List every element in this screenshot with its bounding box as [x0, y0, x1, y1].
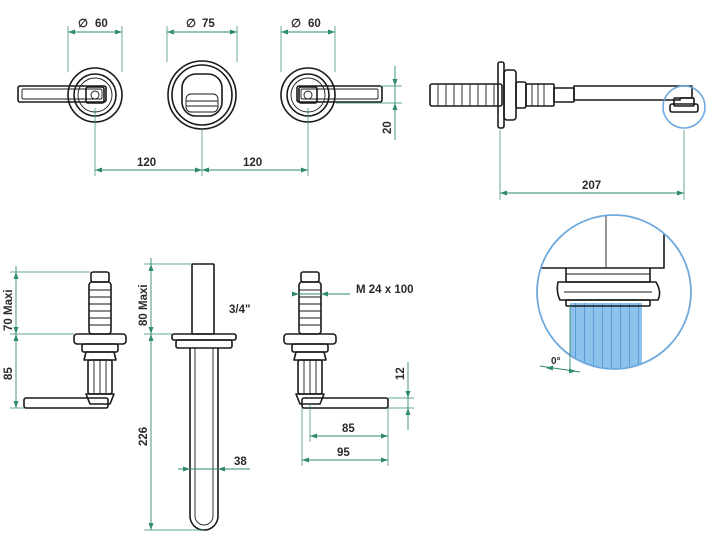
right-valve-thread-label: M 24 x 100 [356, 284, 414, 296]
right-valve-side-view [283, 271, 389, 409]
left-valve-height-dimension: 85 [3, 334, 24, 409]
left-handle-diameter-dimension: ∅ 60 [67, 18, 123, 72]
diameter-symbol: ∅ [78, 18, 88, 30]
spout-length-dimension: 226 [138, 334, 204, 531]
spout-tube-diameter-label: 38 [234, 456, 247, 468]
left-valve-max-label: 70 Maxi [3, 289, 15, 331]
spout-section-view [171, 263, 237, 531]
diameter-symbol: ∅ [291, 18, 301, 30]
aerator-detail-view: 0° [536, 214, 692, 374]
spout-thread-label: 3/4" [229, 304, 250, 316]
spout-projection-dimension: 207 [499, 130, 685, 200]
flow-angle-label: 0° [551, 356, 561, 367]
left-handle-top-view [17, 67, 123, 123]
spout-length-label: 226 [138, 427, 150, 446]
spout-tube-diameter-dimension: 38 [178, 456, 250, 472]
right-handle-diameter-label: 60 [308, 18, 321, 30]
spout-max-dimension: 80 Maxi [138, 258, 192, 335]
right-handle-diameter-dimension: ∅ 60 [280, 18, 336, 72]
handle-spacing-dimension: 120 120 [94, 108, 309, 176]
right-valve-reach-outer-dimension: 95 [301, 408, 388, 466]
diameter-symbol: ∅ [186, 18, 196, 30]
right-spacing-label: 120 [243, 157, 262, 169]
spout-top-view [167, 60, 237, 130]
spout-side-view [429, 61, 706, 129]
height-offset-label: 20 [382, 121, 394, 134]
right-valve-handle-height-label: 12 [395, 367, 407, 380]
left-valve-height-label: 85 [3, 367, 15, 380]
left-spacing-label: 120 [137, 157, 156, 169]
spout-max-label: 80 Maxi [138, 284, 150, 326]
left-handle-diameter-label: 60 [95, 18, 108, 30]
right-valve-handle-height-dimension: 12 [388, 362, 414, 430]
right-handle-top-view [280, 67, 383, 123]
spout-projection-label: 207 [582, 180, 601, 192]
water-flow-stream [570, 303, 642, 369]
left-valve-max-dimension: 70 Maxi [3, 266, 90, 335]
right-valve-reach-inner-dimension: 85 [309, 404, 389, 466]
right-valve-thread-dimension: M 24 x 100 [292, 284, 414, 297]
right-valve-reach-outer-label: 95 [337, 447, 350, 459]
height-offset-dimension: 20 [336, 66, 402, 140]
right-valve-reach-inner-label: 85 [342, 423, 355, 435]
spout-diameter-dimension: ∅ 75 [166, 18, 238, 62]
spout-diameter-label: 75 [202, 18, 215, 30]
left-valve-side-view [23, 271, 127, 409]
spout-thread-label-group: 3/4" [229, 304, 250, 316]
